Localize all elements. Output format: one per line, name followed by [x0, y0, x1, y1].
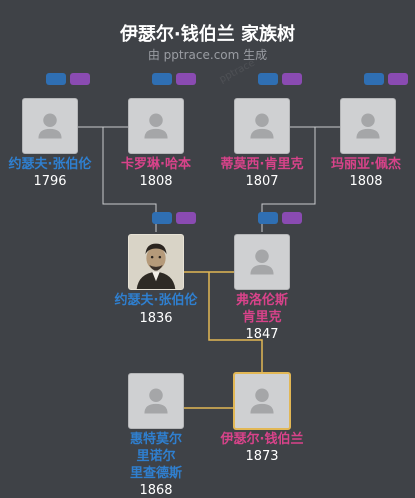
person-silhouette-icon: [250, 113, 274, 139]
person-name-p7-line3: 里查德斯: [129, 466, 182, 481]
person-name-p6-line1: 弗洛伦斯: [235, 293, 288, 308]
maternal-badge[interactable]: [70, 73, 90, 85]
paternal-badge[interactable]: [258, 73, 278, 85]
maternal-badge[interactable]: [282, 212, 302, 224]
person-card-p3[interactable]: [234, 98, 290, 154]
person-card-p8[interactable]: [233, 372, 291, 430]
paternal-badge[interactable]: [46, 73, 66, 85]
badge-group: [152, 73, 196, 85]
person-name-p7-line2: 里诺尔: [136, 449, 176, 464]
maternal-badge[interactable]: [388, 73, 408, 85]
person-name-p5: 约瑟夫·张伯伦: [114, 293, 198, 308]
badge-group: [152, 212, 196, 224]
person-card-p7[interactable]: [128, 373, 184, 429]
person-name-p2: 卡罗琳·哈本: [121, 157, 191, 172]
maternal-badge[interactable]: [176, 212, 196, 224]
person-card-p6[interactable]: [234, 234, 290, 290]
person-year-p6: 1847: [245, 327, 279, 342]
portrait-photo: [129, 235, 183, 289]
person-year-p3: 1807: [245, 174, 279, 189]
badge-group: [46, 73, 90, 85]
paternal-badge[interactable]: [152, 212, 172, 224]
person-name-p7-line1: 惠特莫尔: [129, 432, 182, 447]
person-silhouette-icon: [144, 113, 168, 139]
person-year-p5: 1836: [139, 311, 173, 326]
person-silhouette-icon: [144, 388, 168, 414]
person-silhouette-icon: [250, 249, 274, 275]
person-year-p4: 1808: [349, 174, 383, 189]
person-name-p8: 伊瑟尔·钱伯兰: [220, 432, 304, 447]
person-year-p1: 1796: [33, 174, 67, 189]
person-card-p1[interactable]: [22, 98, 78, 154]
page-title: 伊瑟尔·钱伯兰 家族树: [119, 24, 296, 45]
maternal-badge[interactable]: [176, 73, 196, 85]
person-year-p2: 1808: [139, 174, 173, 189]
person-name-p1: 约瑟夫·张伯伦: [8, 157, 92, 172]
badge-group: [258, 73, 302, 85]
descent-line-p8: [208, 272, 263, 372]
person-silhouette-icon: [250, 388, 274, 414]
person-silhouette-icon: [38, 113, 62, 139]
paternal-badge[interactable]: [258, 212, 278, 224]
person-silhouette-icon: [356, 113, 380, 139]
paternal-badge[interactable]: [152, 73, 172, 85]
person-card-p2[interactable]: [128, 98, 184, 154]
badge-group: [364, 73, 408, 85]
page-subtitle: 由 pptrace.com 生成: [147, 48, 268, 62]
person-name-p6-line2: 肯里克: [242, 310, 282, 325]
maternal-badge[interactable]: [282, 73, 302, 85]
badge-group: [258, 212, 302, 224]
person-name-p4: 玛丽亚·佩杰: [331, 157, 401, 172]
person-card-p4[interactable]: [340, 98, 396, 154]
paternal-badge[interactable]: [364, 73, 384, 85]
person-name-p3: 蒂莫西·肯里克: [220, 157, 304, 172]
person-year-p8: 1873: [245, 449, 279, 464]
person-card-p5[interactable]: [128, 234, 184, 290]
person-year-p7: 1868: [139, 483, 173, 498]
